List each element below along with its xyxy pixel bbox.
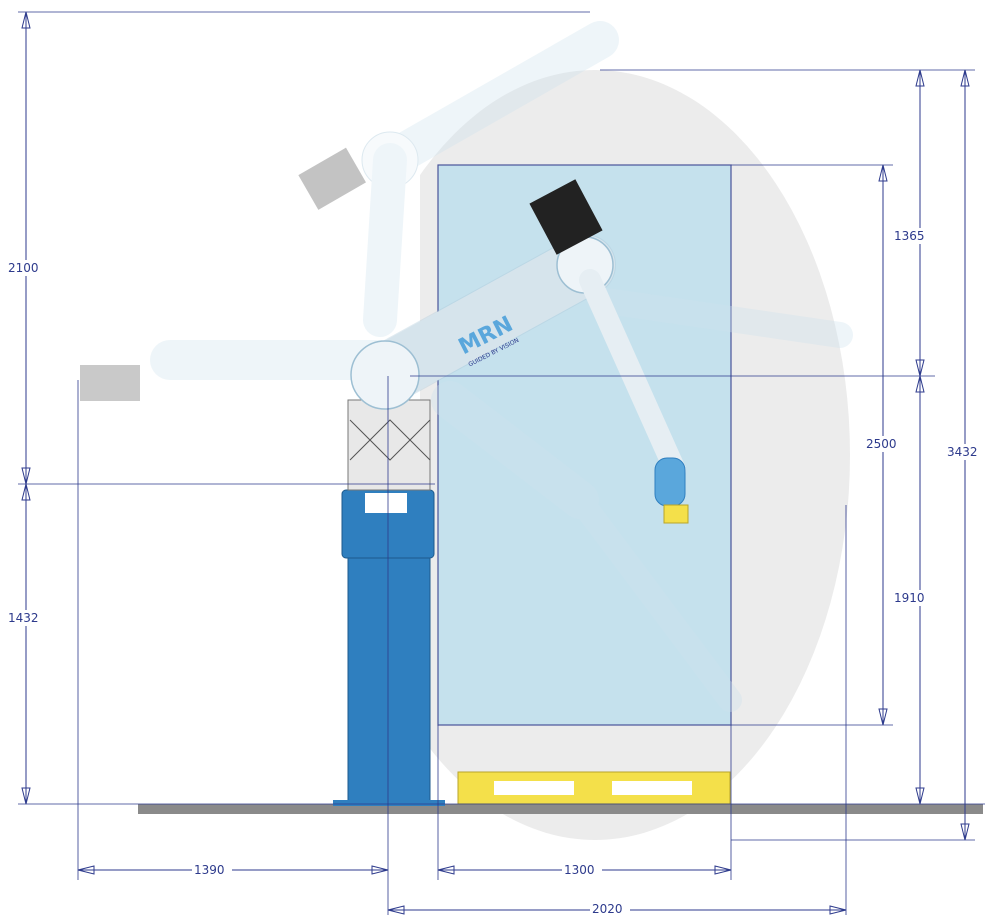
floor: [138, 804, 983, 814]
robot-arm: MRN GUIDED BY VISION: [350, 179, 689, 524]
ghost-arm-poses: [80, 21, 853, 712]
dim-label-1432: 1432: [8, 611, 39, 625]
pallet: [457, 771, 731, 805]
dim-label-3432: 3432: [947, 445, 978, 459]
dimension-labels: 2100 1432 1365 2500 3432 1910 1390 1300 …: [6, 228, 985, 915]
dim-label-2100: 2100: [8, 261, 39, 275]
reference-lines: [18, 11, 985, 915]
dim-label-2500: 2500: [866, 437, 897, 451]
dim-label-2020: 2020: [592, 902, 623, 915]
dim-label-1390: 1390: [194, 863, 225, 877]
robot-pedestal: [333, 399, 445, 806]
dim-label-1300: 1300: [564, 863, 595, 877]
dim-label-1365: 1365: [894, 229, 925, 243]
dim-label-1910: 1910: [894, 591, 925, 605]
